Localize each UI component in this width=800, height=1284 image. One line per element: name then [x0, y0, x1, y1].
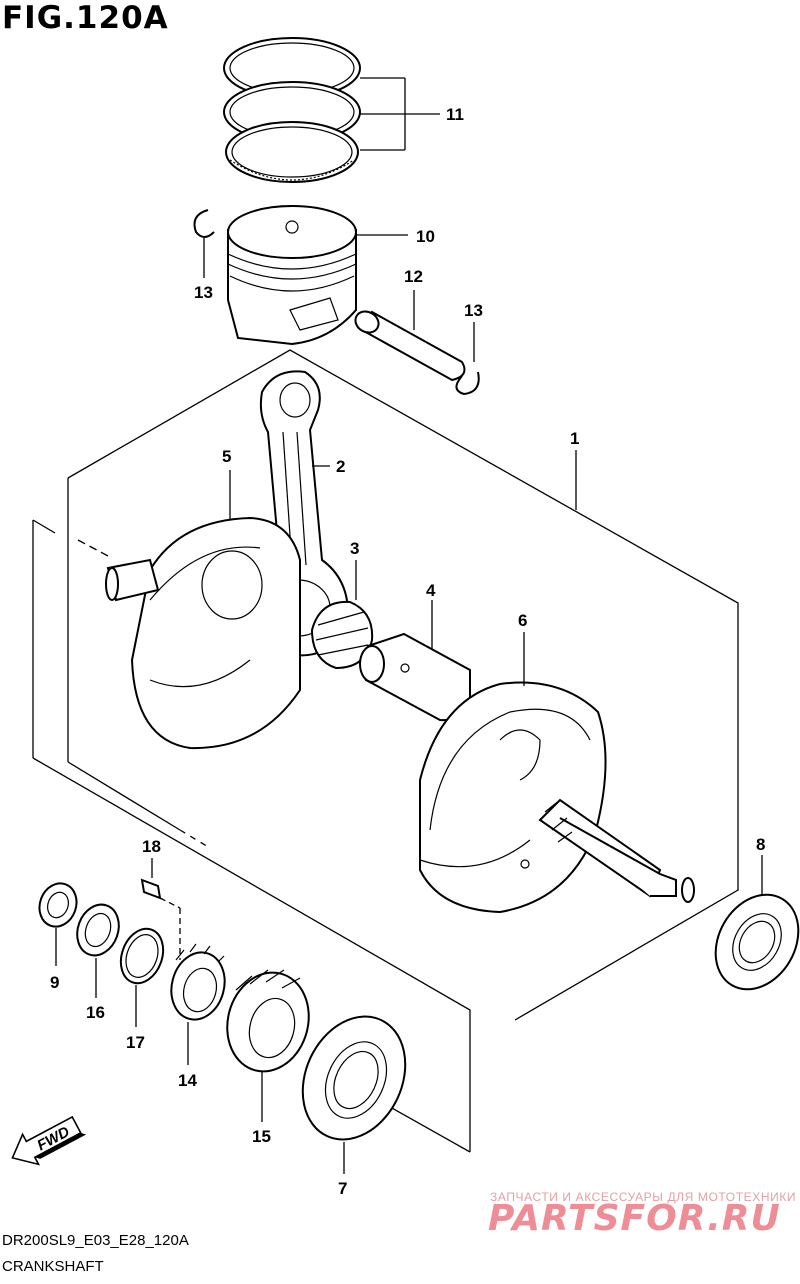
callout-5: 5 — [222, 447, 231, 466]
crankshaft-bearing-left — [301, 1015, 407, 1141]
figure-code: DR200SL9_E03_E28_120A — [2, 1232, 189, 1249]
piston — [227, 205, 357, 346]
spacer — [76, 903, 120, 957]
callout-16: 16 — [86, 1003, 105, 1022]
fwd-arrow-icon: FWD — [11, 1115, 87, 1166]
piston-rings — [223, 37, 361, 183]
crank-pin — [359, 632, 471, 722]
callout-15: 15 — [252, 1127, 271, 1146]
callout-1: 1 — [570, 429, 579, 448]
figure-title: FIG.120A — [2, 0, 169, 36]
callout-3: 3 — [350, 539, 359, 558]
watermark-tagline: ЗАПЧАСТИ И АКСЕССУАРЫ ДЛЯ МОТОТЕХНИКИ — [490, 1190, 797, 1204]
piston-pin — [354, 310, 466, 382]
callout-leader-11 — [360, 77, 440, 151]
callout-18: 18 — [142, 837, 161, 856]
callout-8: 8 — [756, 835, 765, 854]
primary-drive-gear — [226, 969, 310, 1073]
callout-7: 7 — [338, 1179, 347, 1198]
watermark-brand: PARTSFOR.RU — [488, 1198, 781, 1239]
callout-9: 9 — [50, 973, 59, 992]
callout-10: 10 — [416, 227, 435, 246]
crank-web-right — [419, 681, 695, 914]
crankshaft-assembly-frame — [67, 349, 739, 1021]
piston-pin-circlip-right — [455, 371, 480, 396]
crank-web-left — [77, 516, 301, 750]
washer — [119, 927, 165, 985]
callout-12: 12 — [404, 267, 423, 286]
callout-17: 17 — [126, 1033, 145, 1052]
needle-bearing — [310, 600, 374, 670]
piston-pin-circlip-left — [193, 209, 215, 238]
oil-seal — [38, 882, 78, 928]
woodruff-key — [140, 878, 181, 960]
callout-14: 14 — [178, 1071, 197, 1090]
callout-4: 4 — [426, 581, 436, 600]
callout-2: 2 — [336, 457, 345, 476]
crankshaft-bearing-right — [714, 893, 800, 991]
timing-sprocket — [170, 943, 226, 1021]
figure-name: CRANKSHAFT — [2, 1258, 104, 1275]
callout-11: 11 — [446, 105, 464, 124]
callout-13-left: 13 — [194, 283, 213, 302]
callout-13-right: 13 — [464, 301, 483, 320]
callout-6: 6 — [518, 611, 527, 630]
